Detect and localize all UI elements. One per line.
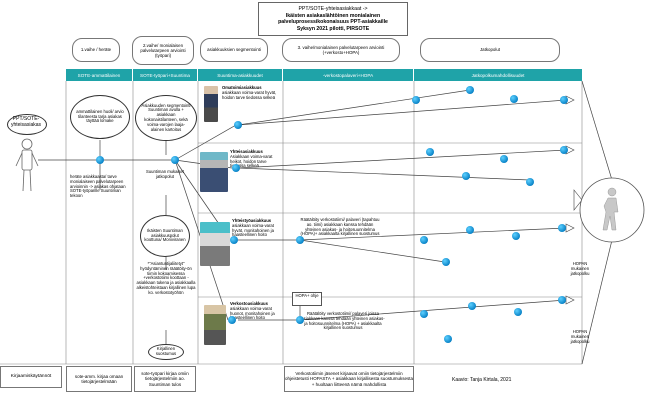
person-outline-icon xyxy=(15,138,39,192)
segment-1: Omatoimiasiakkuus asiakkaan voima-varat … xyxy=(222,85,280,100)
band-5-label: Jatkopolkumahdollisuudet xyxy=(471,72,525,78)
phase-5: Jatkopolut xyxy=(420,38,560,62)
path-dot xyxy=(412,96,420,104)
path-dot xyxy=(512,232,520,240)
footer-c2: sote-työpari kirjaa omiin tietojärjestel… xyxy=(134,366,196,392)
segment-4: Verkostoasiakkuus asiakkaan voima-varat … xyxy=(230,301,282,321)
title-line-3: Syksyn 2021 pilotti, PIRSOTE xyxy=(296,25,370,32)
col1-note: herätе asiakkaasta/ tarve monialaiseen p… xyxy=(70,174,126,199)
footer-c1-text: sote-amm. kirjaa omaan tietojärjestelmää… xyxy=(74,373,124,384)
phase-1: 1.vaihe / herätе xyxy=(72,38,120,62)
segment-4-desc: asiakkaan voima-varat huonot, monitahoin… xyxy=(230,305,275,321)
person-photo-icon xyxy=(200,222,230,266)
path-dot xyxy=(510,95,518,103)
segment-3: Yhteistyöasiakkuus asiakkaan voima-varat… xyxy=(232,218,282,238)
col2-oval-mid: Ikäisten Suuntiman asiakkuuspolut koottu… xyxy=(140,215,190,257)
band-2-label: SOTE-työpari+Suuntima xyxy=(140,72,190,78)
segment-1-title: Omatoimiasiakkuus xyxy=(222,85,262,90)
path-dot xyxy=(500,155,508,163)
segment-2-dot xyxy=(232,164,240,172)
footer-c1: sote-amm. kirjaa omaan tietojärjestelmää… xyxy=(66,366,132,392)
path-dot xyxy=(444,335,452,343)
path-dot xyxy=(514,308,522,316)
phase-2: 2.vaihe/ monialaisen palvelutarpeen arvi… xyxy=(132,36,194,65)
col5-hopa-2: HOPAN mukainen jatkopolku xyxy=(570,329,590,344)
title-line-1: PPT/SOTE-yhteisasiakkaat -> xyxy=(298,6,368,12)
path-dot xyxy=(466,86,474,94)
band-1-label: SOTE-ammattilainen xyxy=(77,72,121,78)
col4-dot-a xyxy=(296,236,304,244)
person-photo-icon xyxy=(204,305,226,345)
path-dot xyxy=(468,302,476,310)
footer-c3-text: Verkostotiimin jäsenet kirjaavat omiin t… xyxy=(285,370,414,387)
band-1: SOTE-ammattilainen xyxy=(66,69,132,81)
title-line-2: Ikäisten asiakaslähtöinen monialainen pa… xyxy=(278,12,388,26)
col4-text-a: Räätälöity verkostotiimi/ palaveri (tapa… xyxy=(300,217,380,237)
phase-3-label: asiakkuuksien segmentointi xyxy=(207,47,261,53)
footer-row-label: Kirjaamiskäytännöt xyxy=(0,366,62,388)
col2-kirjallinen-text: Kirjallinen suostumus xyxy=(155,346,177,356)
footer-credit: Kaavio: Tanja Kirtala, 2021 xyxy=(452,377,512,383)
footer-c2-text: sote-työpari kirjaa omiin tietojärjestel… xyxy=(141,370,189,387)
phase-4: 3. vaihe/monialainen palvelutarpeen arvi… xyxy=(282,38,400,62)
band-4: -verkostopalaveri+HOPA xyxy=(283,69,413,81)
col4-hopa-box-text: HOPA+ ohje xyxy=(295,293,319,298)
phase-2-label: 2.vaihe/ monialaisen palvelutarpeen arvi… xyxy=(140,42,186,59)
path-dot xyxy=(558,224,566,232)
col4-hopa-box: HOPA+ ohje xyxy=(292,292,322,306)
phase-3: asiakkuuksien segmentointi xyxy=(200,38,268,62)
col2-oval-mid-text: Ikäisten Suuntiman asiakkuuspolut koottu… xyxy=(144,227,186,243)
path-dot xyxy=(560,96,568,104)
col1-dot xyxy=(96,156,104,164)
col2-note: *"Asiantuntijaliitetyt" hyödyntäminen rä… xyxy=(136,261,196,295)
segment-1-desc: asiakkaan voima-varat hyvät, hoidon tarv… xyxy=(222,89,277,100)
segment-2-desc: Asiakkaan voima-varat heikot, hoidon tar… xyxy=(230,153,273,169)
phase-4-label: 3. vaihe/monialainen palvelutarpeen arvi… xyxy=(297,44,385,55)
start-oval xyxy=(7,114,47,135)
segment-3-title: Yhteistyöasiakkuus xyxy=(232,218,272,223)
path-dot xyxy=(462,172,470,180)
band-4-label: -verkostopalaveri+HOPA xyxy=(322,72,374,78)
col4-text-b: Räätälöity verkostotiimi/ palaveri joiss… xyxy=(301,311,385,331)
col1-oval: ammattilainen huoli/ arvio tilanteesta t… xyxy=(70,95,130,139)
band-3-label: Suuntima-asiakkuudet xyxy=(217,72,263,78)
path-dot xyxy=(560,146,568,154)
band-3: Suuntima-asiakkuudet xyxy=(198,69,282,81)
footer-c3: Verkostotiimin jäsenet kirjaavat omiin t… xyxy=(284,366,414,392)
person-photo-icon xyxy=(204,86,218,122)
path-dot xyxy=(426,148,434,156)
segment-3-desc: asiakkaan voima-varat hyvät, monitahoine… xyxy=(232,222,274,238)
path-dot xyxy=(420,310,428,318)
segment-2-title: Yhteisasiakkuus xyxy=(230,149,263,154)
band-2: SOTE-työpari+Suuntima xyxy=(133,69,197,81)
phase-1-label: 1.vaihe / herätе xyxy=(80,47,112,53)
col5-hopa-1: HOPAN mukainen jatkopolku xyxy=(570,261,590,276)
col2-kirjallinen: Kirjallinen suostumus xyxy=(148,344,184,360)
path-dot xyxy=(466,226,474,234)
segment-3-dot xyxy=(230,236,238,244)
walking-person-icon xyxy=(602,187,619,231)
person-photo-icon xyxy=(200,152,228,192)
segment-4-title: Verkostoasiakkuus xyxy=(230,301,268,306)
path-dot xyxy=(420,236,428,244)
band-5: Jatkopolkumahdollisuudet xyxy=(414,69,582,81)
col4-dot-b xyxy=(296,316,304,324)
footer-row-label-text: Kirjaamiskäytännöt xyxy=(10,374,52,380)
path-dot xyxy=(558,296,566,304)
col2-suuntima: Suuntiman mukaiset jatkopolut xyxy=(146,169,184,179)
col2-oval-top: Asiakkuuden segmentointi Suuntiman avull… xyxy=(135,95,197,141)
phase-5-label: Jatkopolut xyxy=(479,47,500,53)
col1-oval-text: ammattilainen huoli/ arvio tilanteesta t… xyxy=(76,108,124,124)
segment-2: Yhteisasiakkuus Asiakkaan voima-varat he… xyxy=(230,149,282,169)
title-box: PPT/SOTE-yhteisasiakkaat -> Ikäisten asi… xyxy=(258,2,408,36)
segment-4-dot xyxy=(228,316,236,324)
col2-oval-top-text: Asiakkuuden segmentointi Suuntiman avull… xyxy=(141,102,191,132)
path-dot xyxy=(526,178,534,186)
path-dot xyxy=(442,258,450,266)
col2-dot xyxy=(171,156,179,164)
segment-1-dot xyxy=(234,121,242,129)
